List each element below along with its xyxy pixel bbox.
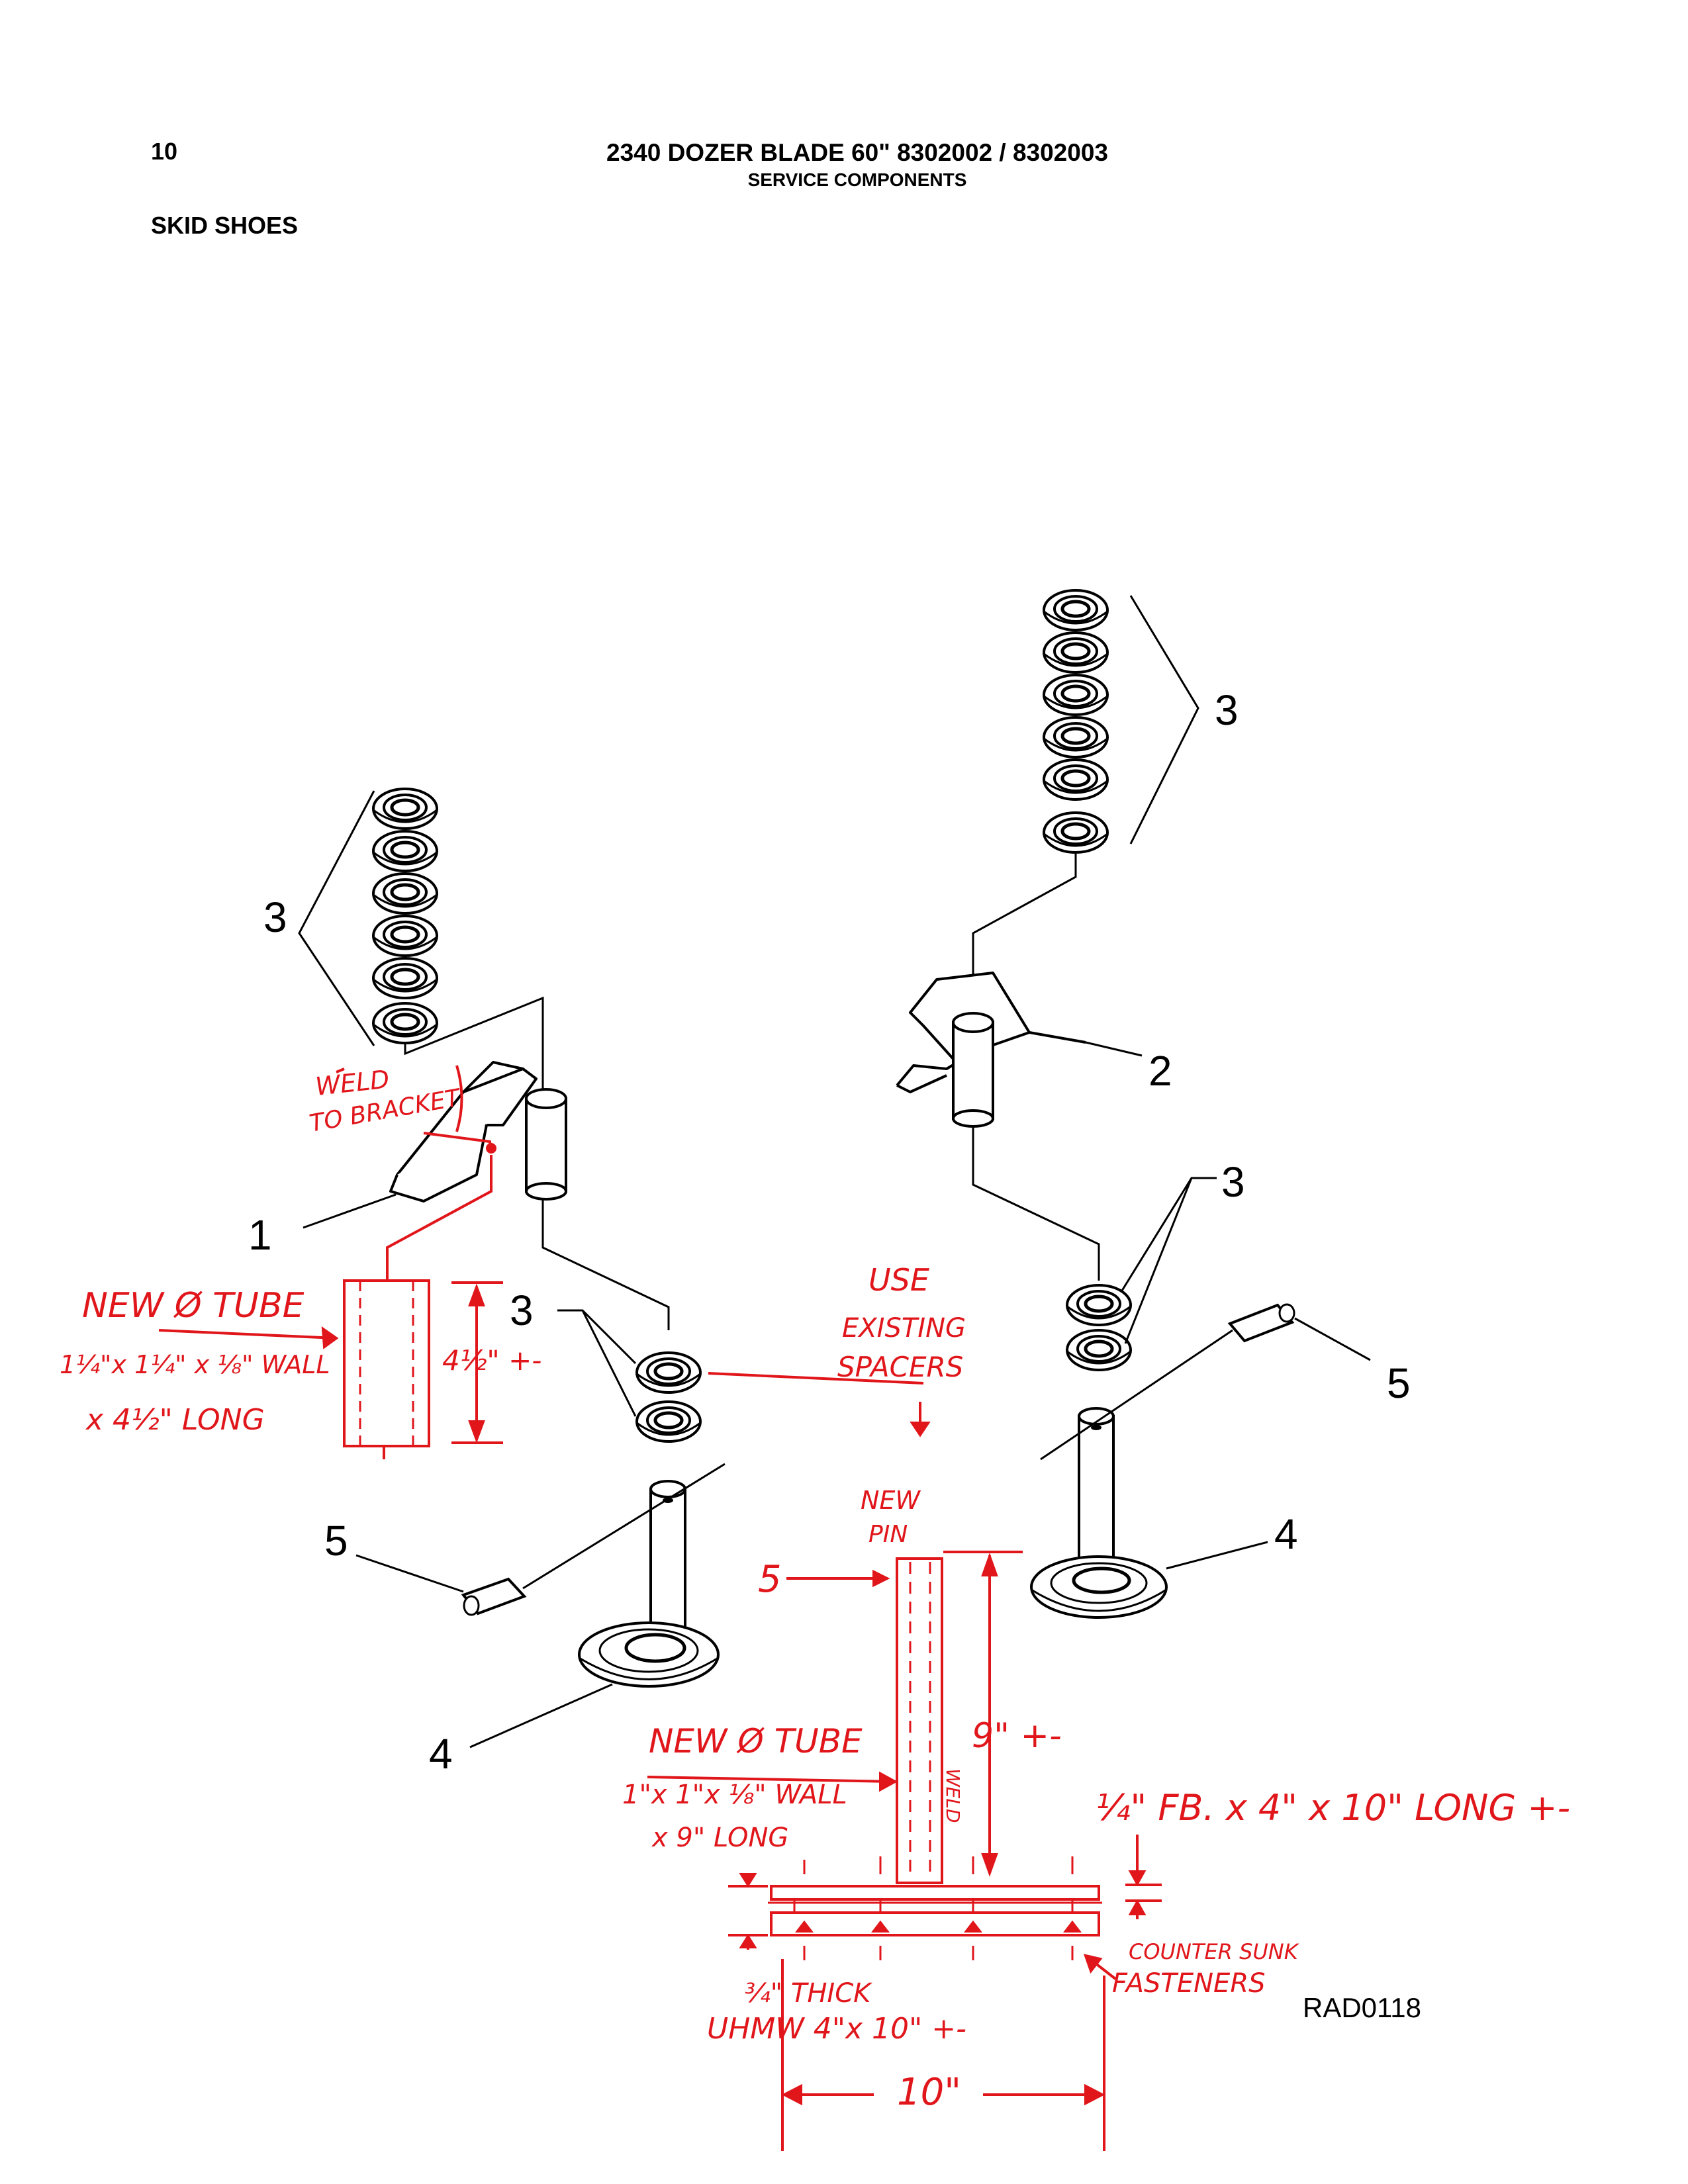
page-title: 2340 DOZER BLADE 60" 8302002 / 8302003 (606, 139, 1108, 166)
left-skid-bracket (389, 1061, 538, 1203)
callout-5-right-leader (1294, 1317, 1371, 1361)
right-skid-shoe (1030, 1407, 1168, 1619)
note-upper-dimension: 4½" +- (442, 1344, 541, 1377)
right-washer-stack (1044, 590, 1107, 852)
page-subtitle: SERVICE COMPONENTS (747, 169, 967, 190)
page-number: 10 (151, 138, 178, 165)
note-pin-callout: 5 (758, 1558, 782, 1601)
right-assembly-axis-lower (972, 1126, 1100, 1281)
callout-3-right-lower-leader (1121, 1177, 1217, 1344)
note-use-spacers-line3: SPACERS (837, 1351, 963, 1383)
reference-code: RAD0118 (1303, 1992, 1421, 2023)
callout-1: 1 (248, 1211, 272, 1259)
left-lower-washers (637, 1353, 700, 1441)
callout-5-left: 5 (324, 1517, 348, 1565)
left-pin (461, 1463, 726, 1616)
callout-4-right: 4 (1274, 1510, 1298, 1558)
note-new-tube-lower-line1: NEW Ø TUBE (649, 1722, 863, 1760)
left-stack-bracket (298, 790, 375, 1046)
note-weld-line1: WELD (314, 1064, 391, 1101)
right-pin (1040, 1303, 1295, 1461)
callout-4-right-leader (1166, 1541, 1268, 1570)
note-new-tube-upper-line3: x 4½" LONG (85, 1403, 265, 1437)
note-uhmw-line1: ¾" THICK (745, 1978, 872, 2009)
callout-3-left-lower: 3 (510, 1287, 534, 1334)
right-lower-washers (1067, 1285, 1131, 1370)
note-flat-bar: ¼" FB. x 4" x 10" LONG +- (1096, 1787, 1570, 1829)
note-new-tube-lower-line2: 1"x 1"x ⅛" WALL (622, 1780, 847, 1810)
callout-1-leader (303, 1193, 397, 1229)
callout-2-leader (1085, 1041, 1143, 1057)
callout-3-left-stack: 3 (263, 893, 287, 941)
callout-2: 2 (1149, 1047, 1172, 1095)
note-new-tube-upper-line2: 1¼"x 1¼" x ⅛" WALL (60, 1350, 330, 1379)
note-new-tube-lower-line3: x 9" LONG (651, 1823, 788, 1853)
note-new-pin-line1: NEW (861, 1486, 921, 1515)
note-new-tube-upper-line1: NEW Ø TUBE (82, 1286, 305, 1326)
note-uhmw-line2: UHMW 4"x 10" +- (707, 2012, 966, 2046)
left-assembly-axis-lower (541, 1199, 670, 1330)
callout-3-left-lower-leader (557, 1309, 637, 1417)
note-weld-vertical: WELD (942, 1768, 964, 1823)
callout-5-right: 5 (1387, 1359, 1411, 1407)
note-countersunk-line1: COUNTER SUNK (1129, 1939, 1300, 1964)
note-width-dimension: 10" (897, 2071, 961, 2114)
note-countersunk-line2: FASTENERS (1112, 1968, 1266, 1999)
callout-4-left-leader (469, 1683, 613, 1749)
right-stack-bracket (1129, 595, 1199, 844)
callout-3-right-lower: 3 (1221, 1158, 1245, 1206)
left-assembly-axis-upper (404, 996, 544, 1099)
callout-4-left: 4 (429, 1730, 453, 1778)
red-markup (158, 1065, 1162, 2151)
section-title: SKID SHOES (151, 212, 299, 239)
note-use-spacers-line2: EXISTING (842, 1313, 966, 1343)
note-new-pin-line2: PIN (868, 1521, 908, 1548)
note-use-spacers-line1: USE (868, 1262, 929, 1298)
callout-5-left-leader (355, 1554, 464, 1593)
left-bracket-tube (525, 1088, 567, 1201)
callout-3-right-stack: 3 (1215, 686, 1239, 734)
left-washer-stack (373, 789, 437, 1043)
note-lower-dimension: 9" +- (972, 1716, 1062, 1756)
right-bracket-tube (952, 1012, 994, 1128)
